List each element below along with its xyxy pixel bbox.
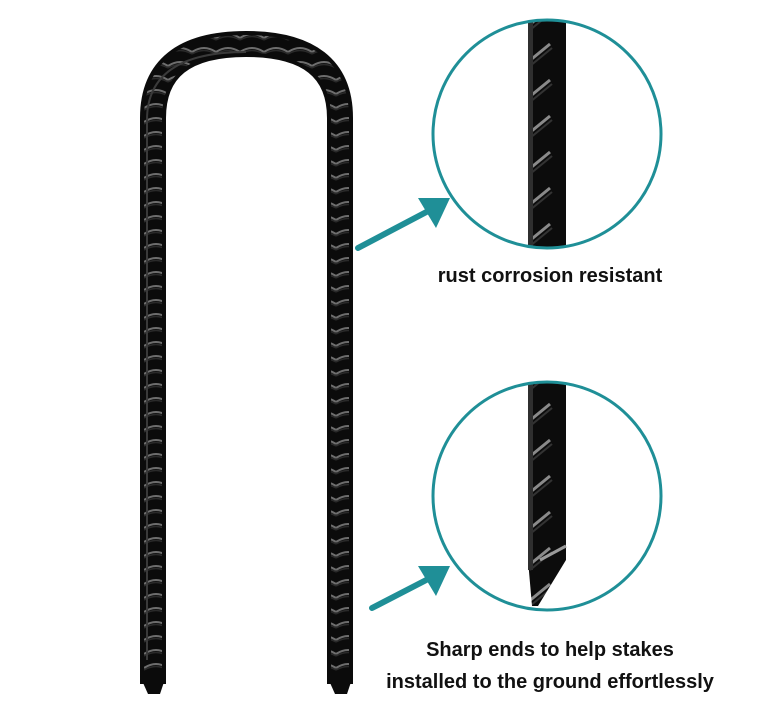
u-shaped-rebar-stake-icon (140, 30, 353, 694)
stake-right-tip (327, 676, 353, 694)
arrow-bottom-icon (369, 566, 450, 611)
stake-body (140, 30, 353, 684)
arrow-top-icon (355, 198, 450, 251)
caption-sharp-ends: Sharp ends to help stakes installed to t… (360, 634, 740, 698)
stake-left-tip (140, 676, 166, 694)
stake-rib-texture (144, 34, 349, 680)
sharp-tip-closeup-icon (431, 380, 663, 612)
stake-highlight (146, 51, 247, 660)
caption-rust-resistant: rust corrosion resistant (437, 265, 663, 287)
ribbed-stake-closeup-icon (431, 18, 663, 250)
caption-sharp-ends-line-1: Sharp ends to help stakes (426, 639, 674, 661)
caption-sharp-ends-line-2: installed to the ground effortlessly (386, 671, 714, 693)
